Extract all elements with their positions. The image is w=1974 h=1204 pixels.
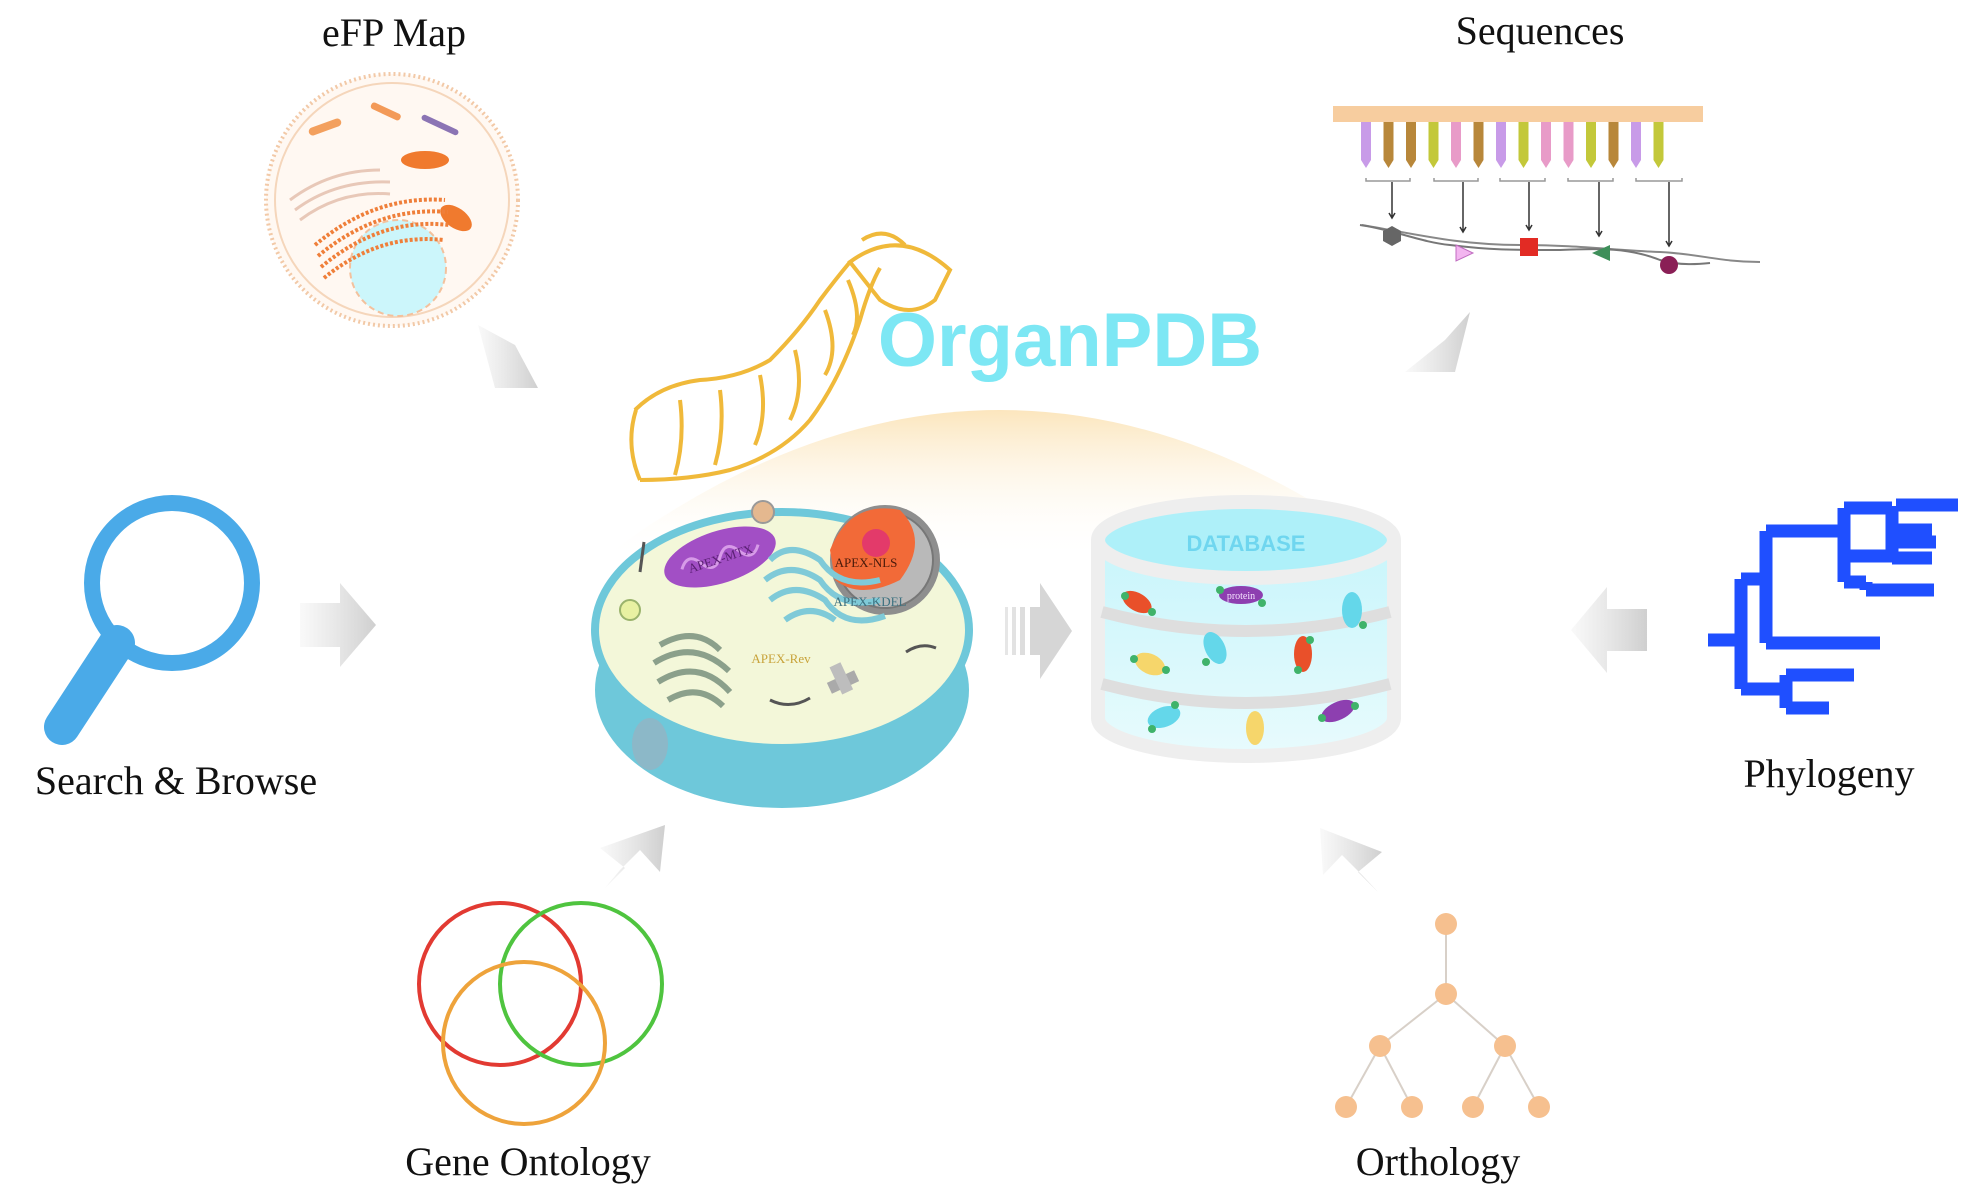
sequence-arrow	[1665, 182, 1673, 248]
sequence-tooth	[1451, 122, 1461, 168]
efp-cell-icon	[264, 72, 520, 328]
sequence-arrow	[1595, 182, 1603, 238]
sequence-arrow	[1388, 182, 1396, 220]
protein-label: protein	[1227, 591, 1255, 602]
sequence-tooth	[1473, 122, 1484, 168]
arrow-sequences-to-database	[1405, 312, 1470, 372]
sequence-tooth	[1563, 122, 1574, 168]
sequence-bracket	[1433, 178, 1479, 182]
silkworm-larva-icon	[629, 231, 953, 482]
sequence-tooth	[1496, 122, 1506, 168]
arrow-orthology-to-database	[1320, 828, 1382, 892]
sequence-icon	[1333, 106, 1761, 274]
sequence-tooth	[1631, 122, 1641, 168]
centriole	[826, 662, 860, 695]
er-label: APEX-KDEL	[834, 594, 907, 609]
arrow-efp-to-cell	[478, 325, 538, 388]
gene-ontology-label: Gene Ontology	[405, 1139, 651, 1184]
cell-icon: APEX-MTX APEX-NLS APEX-KDEL APEX-	[591, 500, 973, 808]
sequence-tooth	[1428, 122, 1439, 168]
nucleus-label: APEX-NLS	[835, 555, 898, 570]
sequence-tooth	[1383, 122, 1394, 168]
endoplasmic-reticulum	[763, 547, 886, 624]
sequence-tooth	[1541, 122, 1551, 168]
sequence-tooth	[1518, 122, 1529, 168]
sequence-bracket	[1635, 178, 1683, 182]
sequence-tooth	[1586, 122, 1596, 168]
database-icon: DATABASE protein	[1091, 495, 1401, 763]
arrow-go-to-cell	[600, 825, 665, 888]
organpdb-title: OrganPDB	[878, 298, 1262, 383]
database-text: DATABASE	[1187, 531, 1306, 556]
magnifier-icon	[44, 495, 260, 745]
golgi	[652, 633, 733, 709]
arrow-cell-to-database	[1005, 583, 1072, 679]
sequence-arrow	[1459, 182, 1467, 234]
search-browse-label: Search & Browse	[35, 758, 317, 803]
arrow-phylogeny-to-database	[1571, 587, 1647, 673]
sequence-tooth	[1361, 122, 1371, 168]
venn-diagram-icon	[417, 901, 664, 1126]
phylogeny-tree-icon	[1708, 498, 1958, 715]
efp-map-label: eFP Map	[322, 10, 466, 55]
arrow-search-to-cell	[300, 583, 376, 667]
sequence-bracket	[1567, 178, 1614, 182]
phylogeny-label: Phylogeny	[1743, 751, 1914, 796]
sequence-bracket	[1499, 178, 1546, 182]
orthology-label: Orthology	[1356, 1139, 1520, 1184]
sequence-arrow	[1525, 182, 1533, 232]
rev-label: APEX-Rev	[751, 651, 811, 666]
sequence-bracket	[1365, 178, 1411, 182]
sequence-tooth	[1608, 122, 1619, 168]
sequence-tooth	[1406, 122, 1416, 168]
sequences-label: Sequences	[1456, 8, 1625, 53]
orthology-tree-icon	[1335, 913, 1550, 1118]
mitochondrion: APEX-MTX	[664, 526, 776, 588]
sequence-tooth	[1653, 122, 1664, 168]
